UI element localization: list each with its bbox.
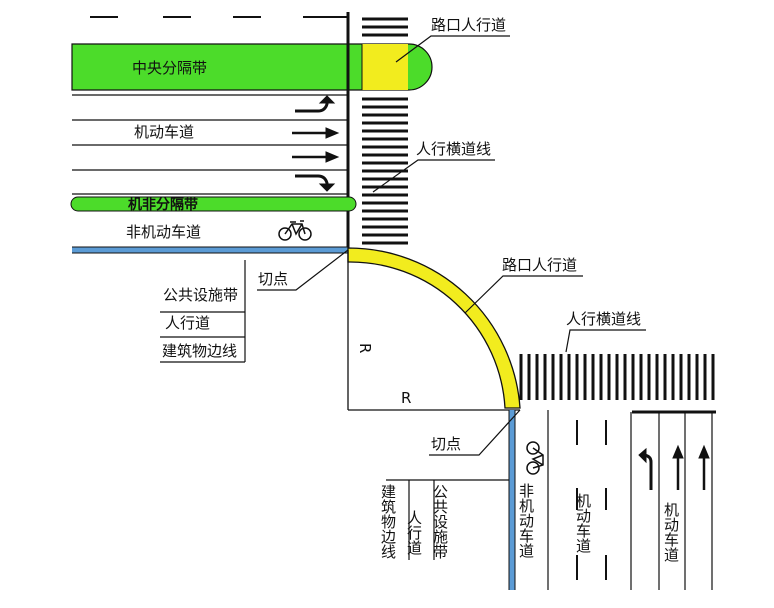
motor-lane-lines-h: [72, 94, 348, 195]
median-crosswalk-area: [362, 44, 408, 90]
leader-lines: [160, 35, 646, 560]
straight-arrow-icon: [292, 127, 340, 139]
top-crosswalk-area-label: 路口人行道: [431, 16, 506, 34]
crosswalk-line-right-label: 人行横道线: [566, 310, 641, 328]
non-motor-lane-h-label: 非机动车道: [126, 223, 201, 241]
motor-lane-v2-label: 机动车道: [662, 502, 680, 562]
building-line-v-label: 建筑物边线: [379, 484, 397, 559]
right-turn-arrow-icon: [295, 174, 336, 192]
dashed-lane-lines-v: [576, 420, 607, 580]
radius-v-label: R: [356, 343, 374, 353]
tangent-point-top-label: 切点: [258, 270, 288, 288]
corner-crosswalk-area: [347, 247, 521, 409]
crosswalk-line-top-label: 人行横道线: [416, 140, 491, 158]
radius-h-label: R: [401, 389, 411, 407]
tangent-point-bottom-label: 切点: [431, 435, 461, 453]
straight-arrow-icon: [292, 151, 340, 163]
radius-lines: [347, 250, 520, 411]
left-turn-arrow-icon: [295, 95, 336, 113]
bike-separator-label: 机非分隔带: [128, 196, 198, 213]
building-line-h-label: 建筑物边线: [162, 342, 237, 360]
lane-arrows-h: [292, 95, 340, 192]
non-motor-lane-v-label: 非机动车道: [517, 483, 535, 558]
median-strip: [71, 43, 433, 91]
crosswalk-stripes-right: [519, 354, 715, 400]
public-facility-belt-h-label: 公共设施带: [163, 286, 238, 304]
motor-lane-h-label: 机动车道: [134, 123, 194, 141]
left-turn-arrow-icon: [638, 447, 653, 490]
bicycle-icon: [278, 220, 312, 241]
public-facility-belt-v-label: 公共设施带: [431, 484, 449, 559]
straight-arrow-icon: [672, 444, 684, 490]
corner-crosswalk-area-label: 路口人行道: [502, 256, 577, 274]
median-label: 中央分隔带: [132, 59, 207, 77]
motor-lane-v1-label: 机动车道: [574, 493, 592, 553]
lane-arrows-v: [638, 444, 710, 490]
straight-arrow-icon: [698, 444, 710, 490]
motor-lane-lines-v: [547, 410, 713, 590]
sidewalk-v-label: 人行道: [405, 510, 423, 555]
bicycle-icon: [526, 441, 544, 475]
crosswalk-stripes-top: [362, 17, 408, 245]
sidewalk-h-label: 人行道: [165, 314, 210, 332]
bike-separator-strip: [70, 196, 357, 212]
